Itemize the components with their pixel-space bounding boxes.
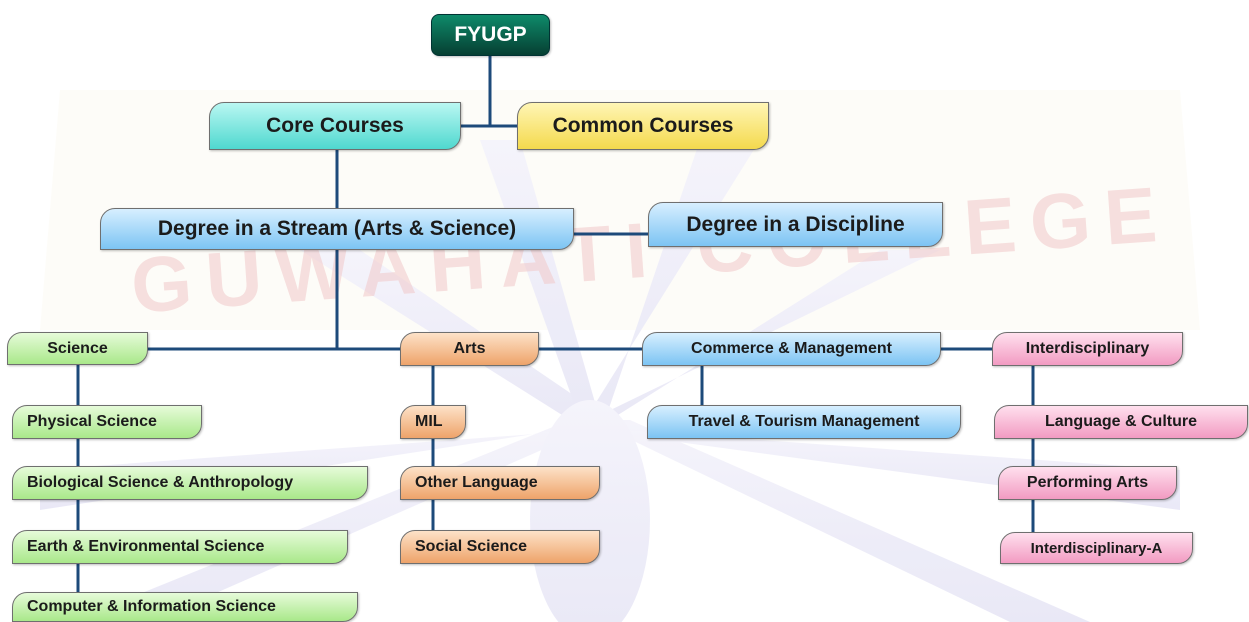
node-degree-stream: Degree in a Stream (Arts & Science) (100, 208, 574, 250)
node-earth-environmental-science: Earth & Environmental Science (12, 530, 348, 564)
node-interdisciplinary: Interdisciplinary (992, 332, 1183, 366)
node-interdisciplinary-a: Interdisciplinary-A (1000, 532, 1193, 564)
node-label: FYUGP (454, 23, 527, 46)
node-computer-information-science: Computer & Information Science (12, 592, 358, 622)
node-label: Earth & Environmental Science (27, 538, 265, 555)
node-label: Biological Science & Anthropology (27, 474, 294, 491)
node-label: MIL (415, 413, 443, 430)
node-label: Other Language (415, 474, 538, 491)
node-social-science: Social Science (400, 530, 600, 564)
node-common-courses: Common Courses (517, 102, 769, 150)
node-label: Arts (453, 340, 486, 357)
node-label: Performing Arts (1026, 474, 1149, 491)
node-degree-discipline: Degree in a Discipline (648, 202, 943, 247)
node-commerce-management: Commerce & Management (642, 332, 941, 366)
node-label: Physical Science (27, 413, 157, 430)
node-label: Commerce & Management (691, 340, 892, 357)
node-performing-arts: Performing Arts (998, 466, 1177, 500)
node-mil: MIL (400, 405, 466, 439)
node-label: Language & Culture (1044, 413, 1197, 430)
node-other-language: Other Language (400, 466, 600, 500)
node-science: Science (7, 332, 148, 365)
node-biological-science: Biological Science & Anthropology (12, 466, 368, 500)
node-language-culture: Language & Culture (994, 405, 1248, 439)
node-label: Social Science (415, 538, 528, 555)
node-label: Interdisciplinary-A (1030, 539, 1163, 557)
node-label: Degree in a Discipline (686, 212, 905, 236)
node-label: Interdisciplinary (1025, 340, 1150, 357)
node-fyugp: FYUGP (431, 14, 550, 56)
node-label: Computer & Information Science (27, 598, 276, 615)
node-label: Degree in a Stream (Arts & Science) (157, 217, 517, 240)
node-label: Travel & Tourism Management (688, 413, 920, 430)
node-arts: Arts (400, 332, 539, 366)
node-label: Science (47, 339, 108, 357)
node-label: Core Courses (266, 114, 404, 137)
node-core-courses: Core Courses (209, 102, 461, 150)
node-physical-science: Physical Science (12, 405, 202, 439)
node-label: Common Courses (552, 114, 734, 137)
node-travel-tourism: Travel & Tourism Management (647, 405, 961, 439)
